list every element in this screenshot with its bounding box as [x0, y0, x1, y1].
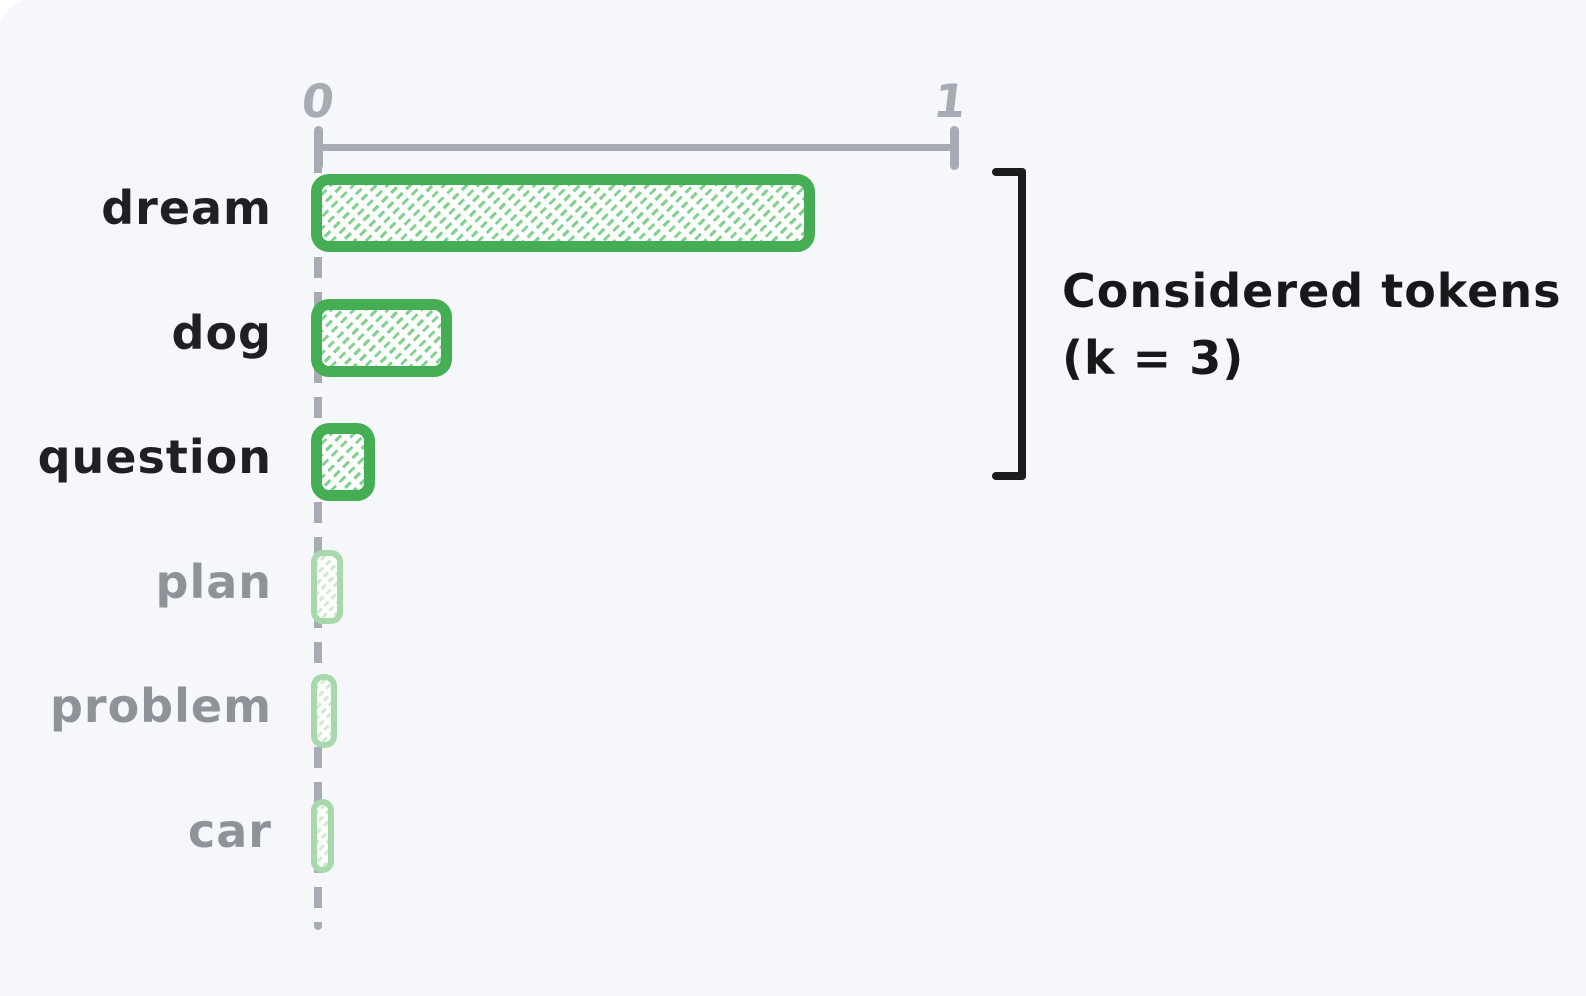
x-axis-tick-0	[314, 126, 323, 170]
considered-bracket-bottom-arm	[992, 472, 1026, 480]
x-axis-tick-1	[950, 126, 959, 170]
x-tick-label-0: 0	[298, 74, 338, 128]
zero-baseline-dashed	[314, 152, 322, 930]
bar-dream	[311, 174, 815, 252]
bar-label-car: car	[188, 804, 272, 858]
annotation-line-2: (k = 3)	[1062, 331, 1245, 385]
bar-dog	[311, 298, 452, 377]
bar-car	[311, 799, 334, 873]
bar-question	[311, 423, 375, 502]
x-axis-line	[318, 144, 955, 151]
bar-plan	[311, 549, 343, 624]
bar-label-plan: plan	[155, 554, 272, 609]
bar-label-problem: problem	[49, 679, 272, 734]
bar-label-dog: dog	[171, 305, 272, 360]
x-tick-label-1: 1	[930, 74, 970, 128]
bar-label-dream: dream	[101, 181, 272, 235]
considered-bracket-top-arm	[992, 168, 1026, 176]
considered-tokens-annotation: Considered tokens (k = 3)	[1062, 258, 1561, 392]
annotation-line-1: Considered tokens	[1062, 264, 1562, 318]
considered-bracket	[1018, 168, 1026, 480]
bar-problem	[311, 674, 337, 749]
bar-label-question: question	[37, 430, 272, 485]
